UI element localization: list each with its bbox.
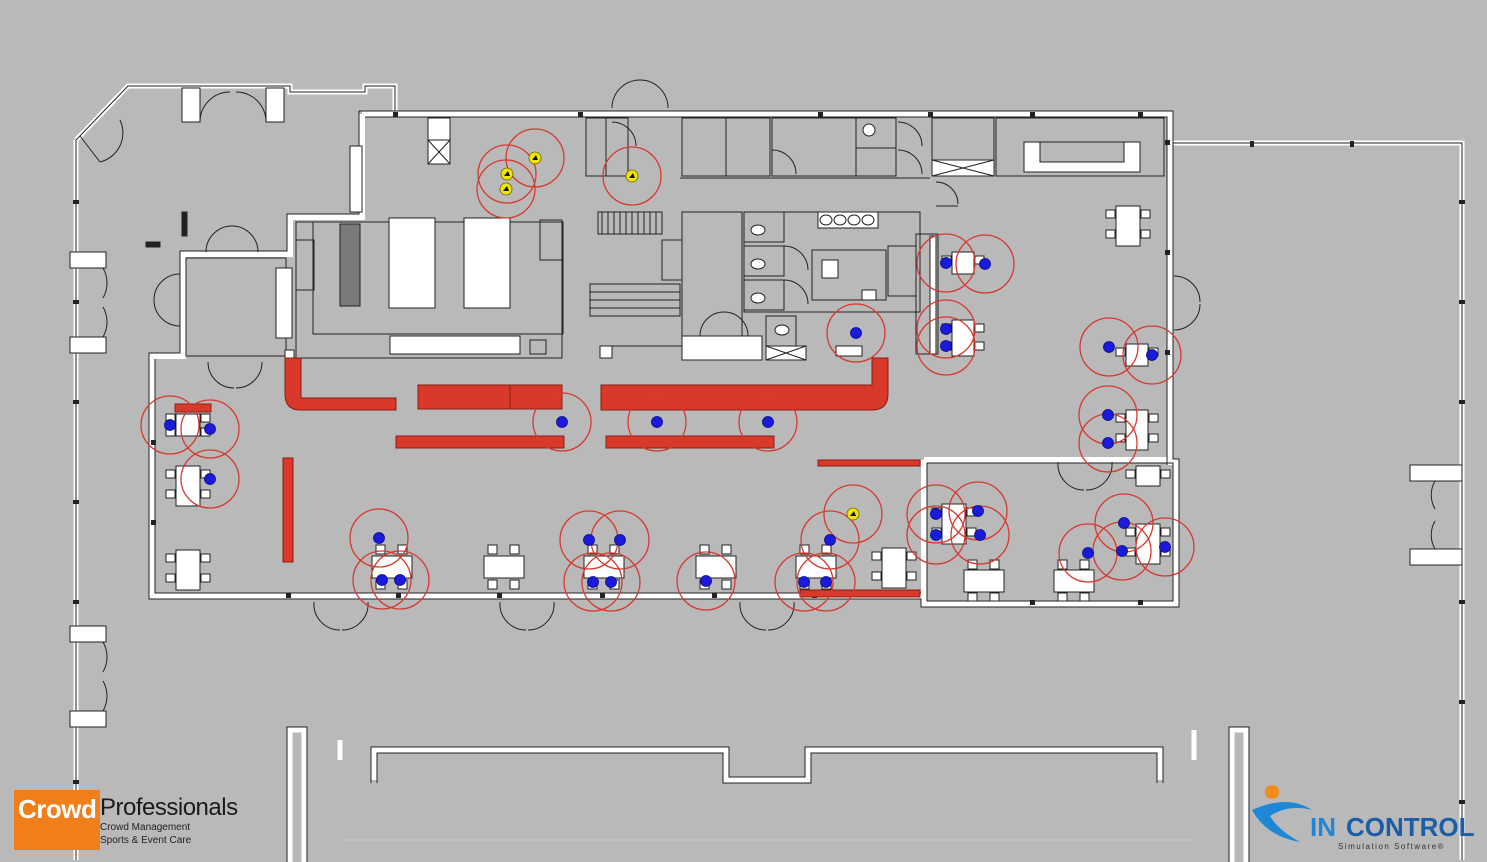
logo-subtitle-2: Sports & Event Care bbox=[100, 835, 192, 846]
logo-orange-box bbox=[14, 790, 100, 850]
logo-crowd-text: Crowd bbox=[18, 794, 97, 824]
visitor-agent bbox=[1146, 349, 1158, 361]
logo-control-text: CONTROL bbox=[1346, 812, 1475, 842]
agent-ring bbox=[140, 395, 200, 455]
logo-subtitle-1: Crowd Management bbox=[100, 822, 191, 833]
visitor-agents bbox=[164, 257, 1171, 588]
visitor-agent bbox=[1102, 437, 1114, 449]
staff-direction-icon bbox=[504, 171, 510, 176]
agent-ring bbox=[676, 551, 736, 611]
visitor-agent bbox=[556, 416, 568, 428]
agent-ring bbox=[563, 552, 623, 612]
visitor-agent bbox=[394, 574, 406, 586]
staff-ring bbox=[477, 144, 537, 204]
visitor-agent bbox=[1082, 547, 1094, 559]
staff-ring bbox=[476, 159, 536, 219]
agent-ring bbox=[180, 449, 240, 509]
visitor-agent bbox=[1159, 541, 1171, 553]
incontrol-swoosh-icon bbox=[1252, 785, 1312, 842]
visitor-agent bbox=[605, 576, 617, 588]
crowd-professionals-logo: Crowd Professionals Crowd Management Spo… bbox=[14, 790, 244, 850]
staff-direction-icon bbox=[850, 511, 856, 516]
visitor-agent bbox=[1102, 409, 1114, 421]
visitor-agent bbox=[1116, 545, 1128, 557]
agent-ring bbox=[916, 316, 976, 376]
agent-ring bbox=[581, 552, 641, 612]
agent-ring bbox=[916, 233, 976, 293]
agent-ring bbox=[800, 510, 860, 570]
visitor-agent bbox=[979, 258, 991, 270]
staff-direction-icon bbox=[503, 186, 509, 191]
agent-ring bbox=[180, 399, 240, 459]
visitor-agent bbox=[930, 508, 942, 520]
staff-ring bbox=[823, 484, 883, 544]
visitor-agent bbox=[972, 505, 984, 517]
visitor-agent bbox=[583, 534, 595, 546]
visitor-agent bbox=[940, 340, 952, 352]
agent-ring bbox=[906, 484, 966, 544]
agent-ring bbox=[1079, 317, 1139, 377]
agent-ring bbox=[370, 550, 430, 610]
visitor-agent bbox=[373, 532, 385, 544]
visitor-agent bbox=[164, 419, 176, 431]
agent-ring bbox=[1135, 517, 1195, 577]
facade-doors bbox=[313, 275, 1201, 631]
visitor-agent bbox=[940, 257, 952, 269]
stadium-stand bbox=[287, 727, 1249, 862]
visitor-agent bbox=[930, 529, 942, 541]
visitor-agent bbox=[204, 473, 216, 485]
visitor-agent bbox=[614, 534, 626, 546]
agent-ring bbox=[532, 392, 592, 452]
staff-agents bbox=[499, 151, 860, 521]
visitor-agent bbox=[1118, 517, 1130, 529]
visitor-agent bbox=[1103, 341, 1115, 353]
logo-professionals-text: Professionals bbox=[100, 794, 238, 821]
incontrol-logo: IN CONTROL Simulation Software® bbox=[1248, 780, 1475, 852]
agent-ring bbox=[826, 303, 886, 363]
visitor-agent bbox=[974, 529, 986, 541]
agent-ring bbox=[349, 508, 409, 568]
visitor-agent bbox=[798, 576, 810, 588]
logo-in-text: IN bbox=[1310, 812, 1336, 842]
visitor-agent bbox=[376, 574, 388, 586]
building-walls bbox=[149, 111, 1179, 607]
visitor-agent bbox=[824, 534, 836, 546]
agent-ring bbox=[627, 392, 687, 452]
agent-radius-rings bbox=[140, 128, 1195, 612]
agent-ring bbox=[955, 234, 1015, 294]
visitor-agent bbox=[651, 416, 663, 428]
agent-ring bbox=[916, 299, 976, 359]
kitchen-area bbox=[145, 117, 564, 359]
visitor-agent bbox=[587, 576, 599, 588]
visitor-agent bbox=[762, 416, 774, 428]
staff-direction-icon bbox=[629, 173, 635, 178]
agent-ring bbox=[1122, 325, 1182, 385]
visitor-agent bbox=[940, 323, 952, 335]
staff-ring bbox=[602, 146, 662, 206]
toilet-block bbox=[585, 117, 1165, 207]
visitor-agent bbox=[204, 423, 216, 435]
visitor-agent bbox=[820, 576, 832, 588]
visitor-agent bbox=[850, 327, 862, 339]
agent-ring bbox=[352, 550, 412, 610]
service-core bbox=[589, 211, 939, 361]
agent-ring bbox=[906, 505, 966, 565]
agent-ring bbox=[738, 392, 798, 452]
agent-ring bbox=[796, 552, 856, 612]
logo-tagline: Simulation Software® bbox=[1338, 842, 1446, 851]
visitor-agent bbox=[700, 575, 712, 587]
staff-direction-icon bbox=[532, 155, 538, 160]
bar-counter-top bbox=[1023, 141, 1141, 173]
